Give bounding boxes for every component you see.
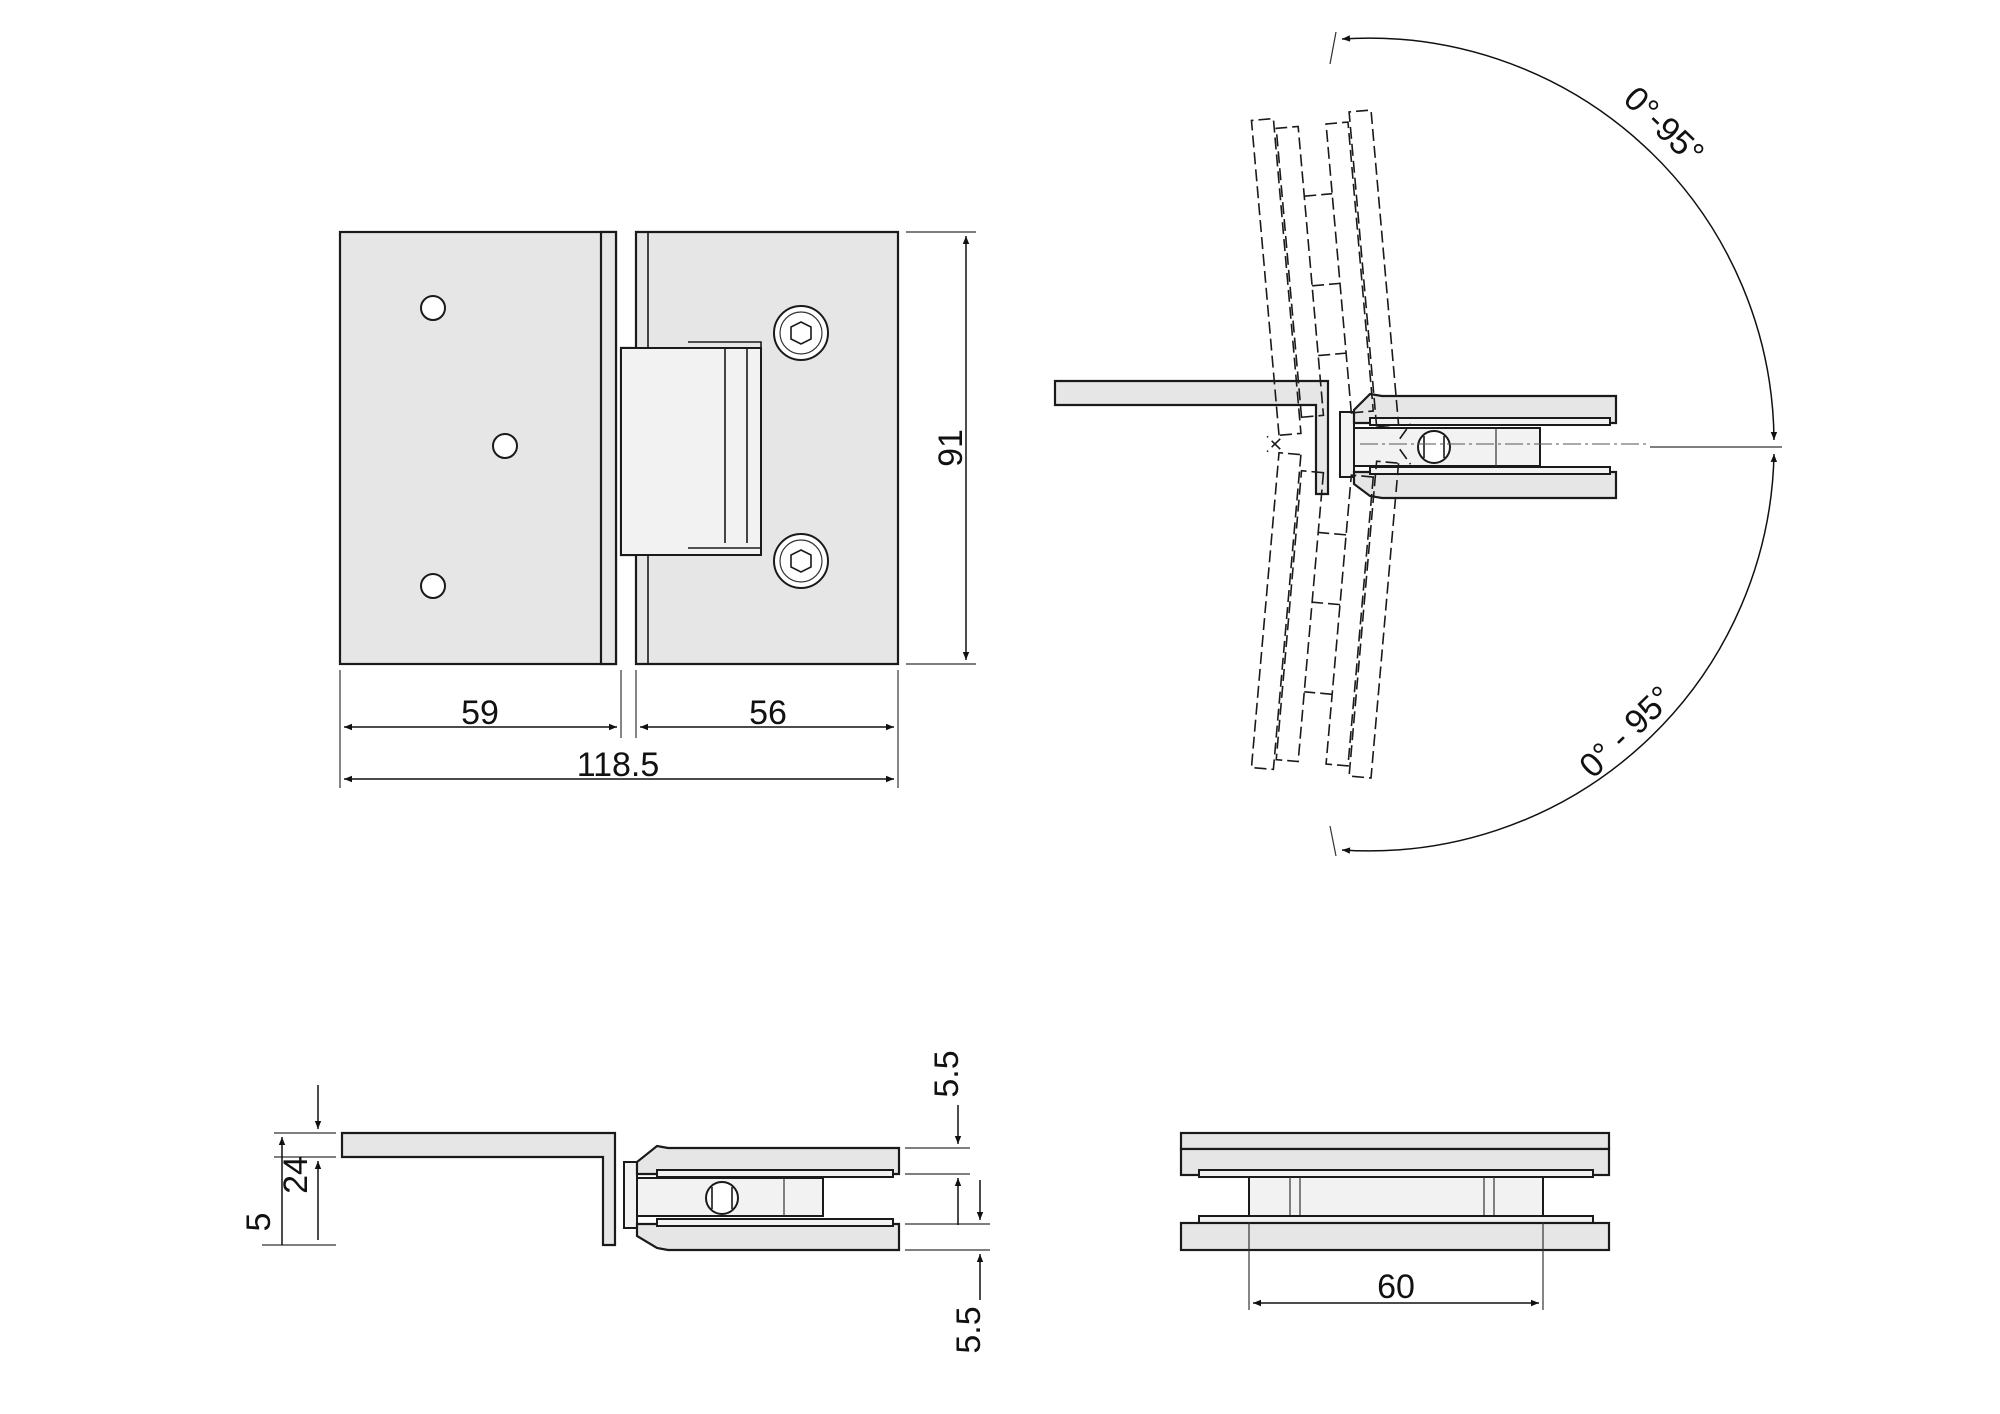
wall-leaf-dimension: 24 xyxy=(277,1156,315,1194)
bottom-plate-dimension: 5.5 xyxy=(950,1306,988,1353)
clamp-plate xyxy=(1352,470,1618,500)
swing-arc-lower xyxy=(1341,453,1778,854)
hex-screw-icon xyxy=(773,533,829,589)
hinge-knuckle xyxy=(620,347,762,556)
wall-leaf-plate xyxy=(338,230,618,666)
end-view: 60 xyxy=(1179,1131,1611,1310)
pivot-pin-icon xyxy=(1417,430,1451,464)
width-total-dimension: 118.5 xyxy=(577,746,660,784)
top-view: 0°-95° 0° - 95° xyxy=(1053,31,1782,857)
hex-screw-icon xyxy=(773,305,829,361)
wall-leaf-section xyxy=(1053,379,1330,496)
width-left-dimension: 59 xyxy=(461,694,499,732)
mounting-hole xyxy=(420,573,446,599)
angle-upper-label: 0°-95° xyxy=(1616,79,1711,173)
mounting-hole xyxy=(492,433,518,459)
top-plate-dimension: 5.5 xyxy=(928,1050,966,1097)
hinge-body xyxy=(1248,1176,1544,1217)
width-right-dimension: 56 xyxy=(749,694,787,732)
width-dimension: 60 xyxy=(1377,1268,1415,1306)
clamp-plate xyxy=(1179,1221,1611,1252)
angle-lower-label: 0° - 95° xyxy=(1572,679,1681,786)
height-dimension: 91 xyxy=(932,429,970,467)
clamp-plate xyxy=(1179,1131,1611,1151)
wall-thickness-dimension: 5 xyxy=(240,1213,278,1232)
swing-arc-upper xyxy=(1341,35,1778,441)
mounting-hole xyxy=(420,295,446,321)
wall-leaf-section xyxy=(340,1131,617,1247)
pivot-pin-icon xyxy=(705,1181,739,1215)
front-view: 91 59 56 118.5 xyxy=(338,230,976,788)
side-view: 5.5 5.5 24 5 xyxy=(240,1050,990,1354)
clamp-plate xyxy=(635,1144,901,1176)
clamp-plate xyxy=(635,1222,901,1252)
